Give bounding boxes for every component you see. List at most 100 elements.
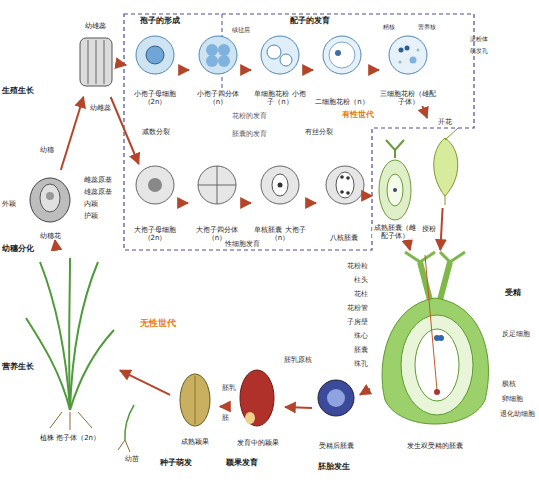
- flow-arrow: [408, 240, 411, 250]
- stage-caption: 大孢子母细胞（2n）: [126, 226, 184, 242]
- part-label: 内颖: [84, 200, 98, 208]
- part-label: 卵细胞: [502, 395, 523, 403]
- pollen-cells: [136, 36, 427, 74]
- part-label: 花粉的发育: [232, 112, 267, 120]
- stage-node: 单核胚囊 大孢子（n）: [251, 164, 309, 242]
- stage-node: 大孢子四分体（n）: [188, 164, 246, 242]
- flow-arrow: [309, 202, 316, 204]
- stage-node: 二细胞花粉（n）: [313, 34, 371, 106]
- part-label: 胚胎发生: [318, 462, 350, 471]
- part-label: 幼穗: [40, 146, 54, 154]
- part-label: 幼苗: [125, 455, 139, 463]
- part-label: 子房壁: [328, 318, 368, 326]
- dashed-frame: [124, 14, 474, 250]
- part-label: 花粉管: [328, 304, 368, 312]
- stage-caption: 小孢子母细胞（2n）: [126, 90, 184, 106]
- flow-arrow: [371, 69, 379, 71]
- part-label: 生殖生长: [2, 86, 34, 95]
- flow-arrow: [422, 106, 427, 118]
- part-label: 胚囊: [328, 346, 368, 354]
- pistil-drawing: [382, 252, 488, 424]
- flow-arrow: [309, 69, 313, 71]
- flow-arrow: [184, 69, 189, 71]
- floret-drawing: [30, 178, 70, 222]
- seedling-drawing: [118, 405, 134, 452]
- stage-node: 植株 孢子体（2n）: [20, 250, 120, 442]
- flow-arrow: [120, 370, 170, 394]
- flow-arrow: [440, 208, 442, 250]
- stage-node: 幼穗花: [20, 170, 80, 240]
- part-label: 胚乳原核: [284, 356, 312, 364]
- stage-node: 成熟颖果: [170, 368, 220, 446]
- part-label: 孢子的形成: [140, 16, 180, 25]
- part-label: 颖果发育: [226, 458, 258, 467]
- part-label: 珠心: [328, 332, 368, 340]
- stage-caption: 单核胚囊 大孢子（n）: [251, 226, 309, 242]
- stage-node: 发育中的颖果: [230, 365, 285, 447]
- part-label: 护颖: [84, 212, 98, 220]
- part-label: 外颖: [2, 200, 16, 208]
- stage-caption: 发生双受精的胚囊: [406, 442, 464, 450]
- part-label: 绒毡层: [232, 27, 250, 34]
- stage-caption: 单细胞花粉 小孢子（n）: [251, 90, 309, 106]
- part-label: 花柱: [328, 290, 368, 298]
- seed-drawings: [180, 370, 354, 426]
- stage-node: 受精后胚囊: [312, 368, 360, 450]
- part-label: 减数分裂: [142, 128, 170, 136]
- stage-node: 开花: [420, 118, 470, 208]
- part-label: 胚: [222, 414, 229, 422]
- part-label: 受精: [505, 288, 521, 297]
- stage-node: 幼雄蕊: [70, 22, 120, 97]
- part-label: 配子的发育: [290, 16, 330, 25]
- stamen-drawing: [80, 38, 112, 86]
- part-label: 有丝分裂: [305, 128, 333, 136]
- part-label: 胚乳: [222, 384, 236, 392]
- part-label: 萌发孔: [470, 48, 488, 55]
- stage-node: 大孢子母细胞（2n）: [126, 164, 184, 242]
- stage-node: 三细胞花粉（雄配子体）: [379, 34, 437, 106]
- stage-node: 单细胞花粉 小孢子（n）: [251, 34, 309, 106]
- part-label: 花粉粒: [328, 262, 368, 270]
- part-label: 雄蕊原基: [84, 188, 112, 196]
- part-label: 幼穗分化: [2, 244, 34, 253]
- flow-arrow: [61, 97, 84, 170]
- embryo-sac-cells: [136, 140, 411, 220]
- part-label: 性细胞发育: [225, 240, 260, 248]
- stage-node: 小孢子母细胞（2n）: [126, 34, 184, 106]
- arrow-label: 授粉: [421, 224, 437, 234]
- stage-caption: 受精后胚囊: [318, 442, 355, 450]
- flow-arrow: [184, 202, 188, 204]
- flow-arrow: [220, 405, 230, 407]
- flow-arrow: [111, 97, 139, 164]
- plant-drawing: [26, 258, 114, 430]
- stage-caption: 成熟颖果: [180, 438, 210, 446]
- stage-caption: 植株 孢子体（2n）: [39, 434, 101, 442]
- stage-caption: 大孢子四分体（n）: [188, 226, 246, 242]
- stage-caption: 幼雄蕊: [84, 22, 107, 30]
- part-label: 幼雌蕊: [90, 104, 111, 112]
- stage-caption: 小孢子四分体（n）: [189, 90, 247, 106]
- part-label: 精核: [383, 24, 395, 31]
- stage-node: 八核胚囊: [316, 164, 372, 242]
- stage-caption: 三细胞花粉（雄配子体）: [379, 90, 437, 106]
- part-label: 营养核: [418, 24, 436, 31]
- part-label: 种子萌发: [160, 458, 192, 467]
- part-label: 退化助细胞: [500, 410, 535, 418]
- stage-node: 成熟胚囊（雌配子体）: [372, 140, 418, 240]
- stage-node: 小孢子四分体（n）: [189, 34, 247, 106]
- part-label: 极核: [502, 380, 516, 388]
- stage-caption: 二细胞花粉（n）: [314, 98, 369, 106]
- part-label: 有性世代: [342, 110, 374, 119]
- part-label: 淀粉体: [470, 36, 488, 43]
- part-label: 无性世代: [140, 318, 176, 328]
- part-label: 反足细胞: [502, 330, 530, 338]
- flow-arrow: [120, 64, 126, 65]
- part-label: 珠孔: [328, 360, 368, 368]
- stage-caption: 发育中的颖果: [236, 439, 280, 447]
- part-label: 营养生长: [2, 362, 34, 371]
- flow-arrow: [247, 69, 251, 71]
- stage-node: 发生双受精的胚囊: [370, 250, 500, 450]
- part-label: 雌蕊原基: [84, 176, 112, 184]
- stage-caption: 幼穗花: [39, 232, 62, 240]
